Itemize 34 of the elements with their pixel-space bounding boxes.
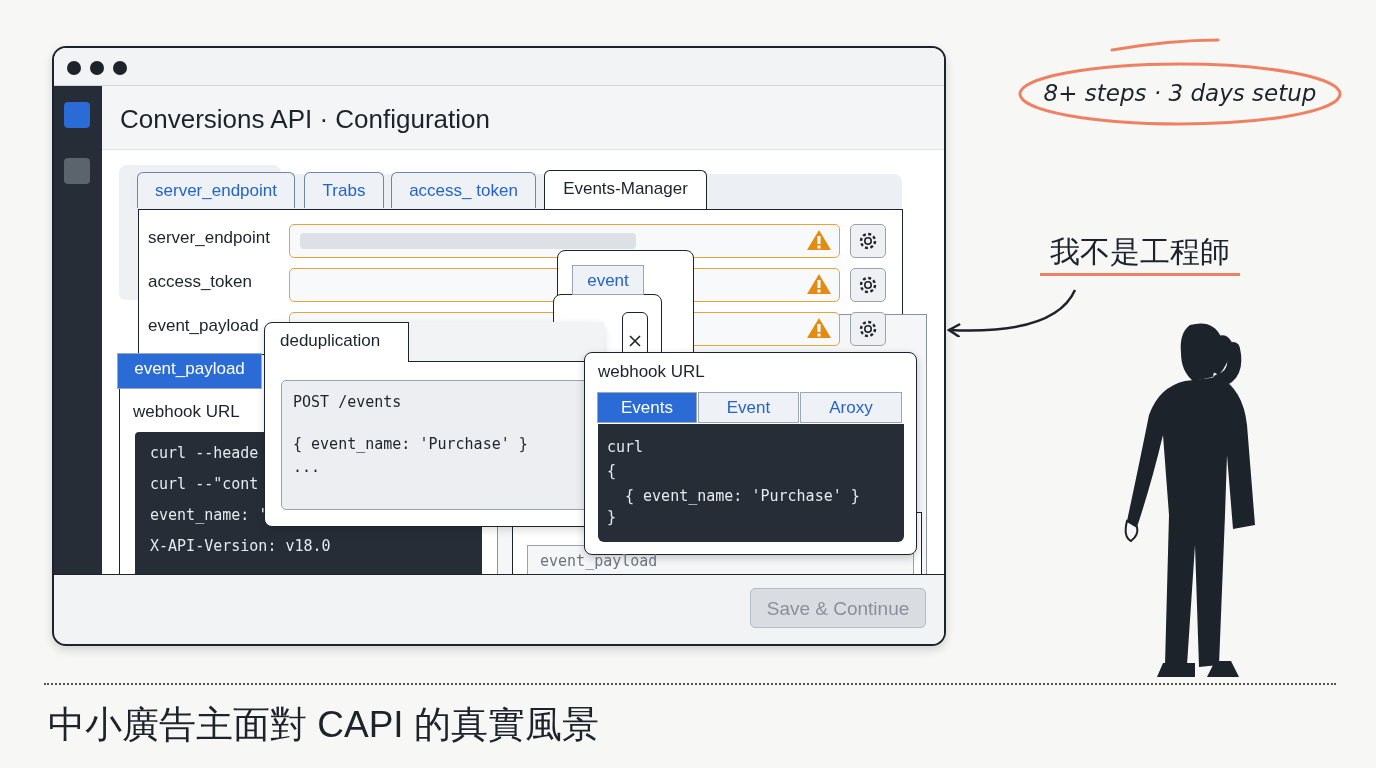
tab: access_ token bbox=[391, 172, 536, 208]
window-title: Conversions API · Configuration bbox=[120, 104, 490, 136]
field-value: event_payload bbox=[540, 552, 658, 570]
ellipse-callout: 8+ steps · 3 days setup bbox=[1018, 62, 1342, 126]
tab: Aroxy bbox=[800, 392, 902, 423]
code-text: } bbox=[607, 508, 617, 526]
field-label: webhook URL bbox=[133, 402, 240, 423]
tab: server_endpoint bbox=[137, 172, 295, 208]
code-text: event_name: ' bbox=[150, 506, 268, 524]
code-text: { event_name: 'Purchase' } bbox=[625, 487, 860, 505]
code-text: curl --"cont bbox=[150, 475, 259, 493]
panel-tab: event_payload bbox=[117, 353, 262, 389]
code-text: { event_name: 'Purchase' } bbox=[293, 435, 528, 453]
save-button: Save & Continue bbox=[750, 588, 926, 628]
tab: Events bbox=[597, 392, 697, 423]
dialog-title: deduplication bbox=[280, 331, 381, 352]
browser-window bbox=[52, 46, 946, 646]
field-label: server_endpoint bbox=[148, 228, 270, 249]
tab: event bbox=[572, 265, 644, 295]
arrow bbox=[947, 289, 1077, 338]
code-text: ... bbox=[293, 458, 321, 476]
code-text: curl bbox=[607, 438, 644, 456]
code-text: POST /events bbox=[293, 393, 402, 411]
tab: Trabs bbox=[304, 172, 384, 208]
handwritten-note: 我不是工程師 bbox=[1040, 232, 1240, 276]
field-label: access_token bbox=[148, 272, 252, 293]
tab: Event bbox=[698, 392, 799, 423]
code-text: X-API-Version: v18.0 bbox=[150, 537, 331, 555]
caption: 中小廣告主面對 CAPI 的真實風景 bbox=[48, 703, 600, 747]
code-text: curl --heade bbox=[150, 444, 259, 462]
tab: Events-Manager bbox=[544, 170, 707, 209]
code-text: { bbox=[607, 462, 617, 480]
dialog-title: webhook URL bbox=[598, 362, 705, 383]
field-label: event_payload bbox=[148, 316, 259, 337]
